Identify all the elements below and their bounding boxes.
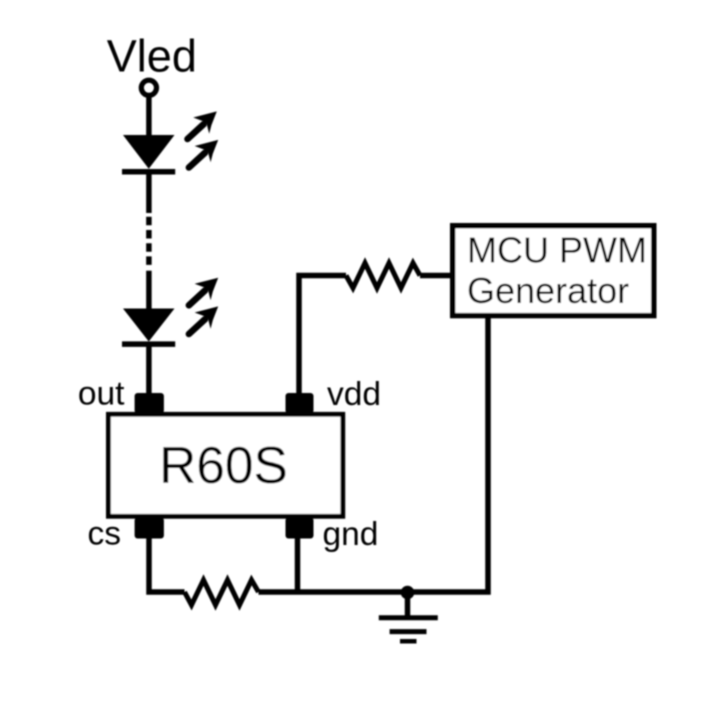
- svg-text:Generator: Generator: [467, 270, 629, 311]
- svg-text:out: out: [78, 376, 125, 413]
- svg-text:gnd: gnd: [323, 516, 379, 553]
- svg-text:Vled: Vled: [107, 30, 197, 81]
- svg-text:cs: cs: [88, 516, 122, 553]
- svg-text:R60S: R60S: [159, 436, 288, 494]
- svg-text:vdd: vdd: [327, 376, 381, 413]
- svg-text:MCU PWM: MCU PWM: [467, 229, 647, 270]
